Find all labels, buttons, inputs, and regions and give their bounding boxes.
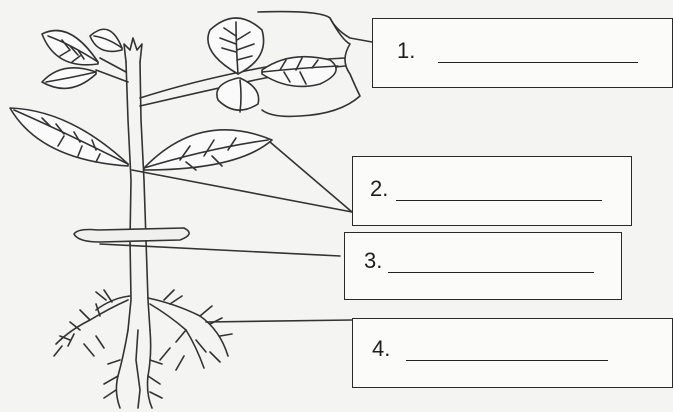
answer-blank-3[interactable]	[388, 272, 594, 273]
leader-3	[99, 243, 341, 257]
leaf-upper-right-2	[261, 55, 337, 88]
stem	[125, 61, 132, 331]
leader-4	[205, 319, 353, 323]
label-box-3	[344, 232, 622, 300]
callout-1	[257, 10, 373, 43]
label-box-4	[352, 318, 673, 388]
leaf-upper-right-3	[216, 77, 260, 111]
leaf-top-right	[89, 28, 123, 53]
answer-blank-2[interactable]	[396, 200, 602, 201]
leader-2	[131, 169, 353, 213]
label-number-4: 4.	[372, 336, 391, 361]
label-number-1: 1.	[397, 38, 416, 63]
label-number-3: 3.	[364, 248, 383, 273]
answer-blank-4[interactable]	[406, 360, 608, 361]
label-number-2: 2.	[370, 176, 389, 201]
terminal-bud	[123, 37, 143, 63]
roots	[53, 289, 233, 409]
label-box-1	[372, 18, 673, 88]
ground-line	[73, 227, 190, 243]
answer-blank-1[interactable]	[438, 62, 638, 63]
leaf-left-big	[9, 107, 129, 167]
label-box-2	[352, 156, 632, 226]
